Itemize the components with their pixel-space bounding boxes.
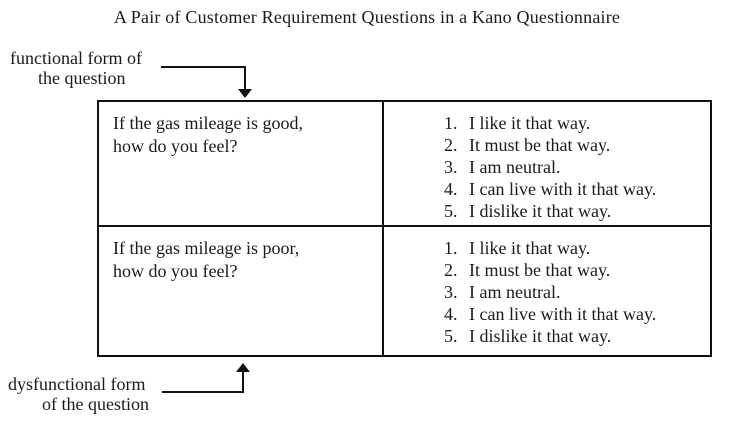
dysfunctional-form-label-line2: of the question xyxy=(42,394,149,414)
answer-option: 3. I am neutral. xyxy=(444,156,706,178)
dysfunctional-form-label: dysfunctional form of the question xyxy=(8,374,149,414)
answer-option-number: 2. xyxy=(444,260,458,280)
answer-option-text: I like it that way. xyxy=(469,238,591,258)
functional-form-label-line1: functional form of xyxy=(10,48,142,68)
functional-form-label: functional form of the question xyxy=(10,48,142,88)
functional-question-cell: If the gas mileage is good, how do you f… xyxy=(99,102,384,227)
answer-option: 5. I dislike it that way. xyxy=(444,325,706,347)
answer-option: 1. I like it that way. xyxy=(444,112,706,134)
answer-option-number: 1. xyxy=(444,238,458,258)
functional-connector-horizontal-line xyxy=(161,66,246,68)
functional-options-cell: 1. I like it that way. 2. It must be tha… xyxy=(384,102,710,227)
answer-option-text: I dislike it that way. xyxy=(469,201,612,221)
dysfunctional-question-cell: If the gas mileage is poor, how do you f… xyxy=(99,227,384,355)
answer-option-text: It must be that way. xyxy=(469,135,611,155)
answer-option-number: 1. xyxy=(444,113,458,133)
down-arrow-icon xyxy=(238,89,252,98)
functional-connector-vertical-line xyxy=(244,66,246,91)
functional-question-line2: how do you feel? xyxy=(113,136,238,156)
dysfunctional-options-cell: 1. I like it that way. 2. It must be tha… xyxy=(384,227,710,355)
answer-option-text: It must be that way. xyxy=(469,260,611,280)
answer-option-text: I am neutral. xyxy=(469,157,561,177)
answer-option-text: I can live with it that way. xyxy=(469,179,657,199)
answer-option-text: I like it that way. xyxy=(469,113,591,133)
dysfunctional-question-line1: If the gas mileage is poor, xyxy=(113,238,300,258)
answer-option: 5. I dislike it that way. xyxy=(444,200,706,222)
answer-option-number: 3. xyxy=(444,282,458,302)
answer-option-number: 2. xyxy=(444,135,458,155)
dysfunctional-question-line2: how do you feel? xyxy=(113,261,238,281)
answer-option-text: I can live with it that way. xyxy=(469,304,657,324)
up-arrow-icon xyxy=(236,363,250,372)
answer-option: 4. I can live with it that way. xyxy=(444,303,706,325)
functional-form-label-line2: the question xyxy=(38,68,126,88)
answer-option-number: 5. xyxy=(444,326,458,346)
answer-option-text: I am neutral. xyxy=(469,282,561,302)
answer-option-number: 5. xyxy=(444,201,458,221)
answer-option: 3. I am neutral. xyxy=(444,281,706,303)
answer-option-number: 4. xyxy=(444,304,458,324)
answer-option: 4. I can live with it that way. xyxy=(444,178,706,200)
answer-option-text: I dislike it that way. xyxy=(469,326,612,346)
answer-option-number: 3. xyxy=(444,157,458,177)
answer-option: 2. It must be that way. xyxy=(444,259,706,281)
dysfunctional-form-label-line1: dysfunctional form xyxy=(8,374,146,394)
answer-option: 1. I like it that way. xyxy=(444,237,706,259)
dysfunctional-connector-vertical-line xyxy=(242,372,244,393)
dysfunctional-connector-horizontal-line xyxy=(162,391,244,393)
functional-question-line1: If the gas mileage is good, xyxy=(113,113,303,133)
answer-option-number: 4. xyxy=(444,179,458,199)
answer-option: 2. It must be that way. xyxy=(444,134,706,156)
figure-title: A Pair of Customer Requirement Questions… xyxy=(113,7,621,27)
kano-question-table: If the gas mileage is good, how do you f… xyxy=(97,100,712,357)
